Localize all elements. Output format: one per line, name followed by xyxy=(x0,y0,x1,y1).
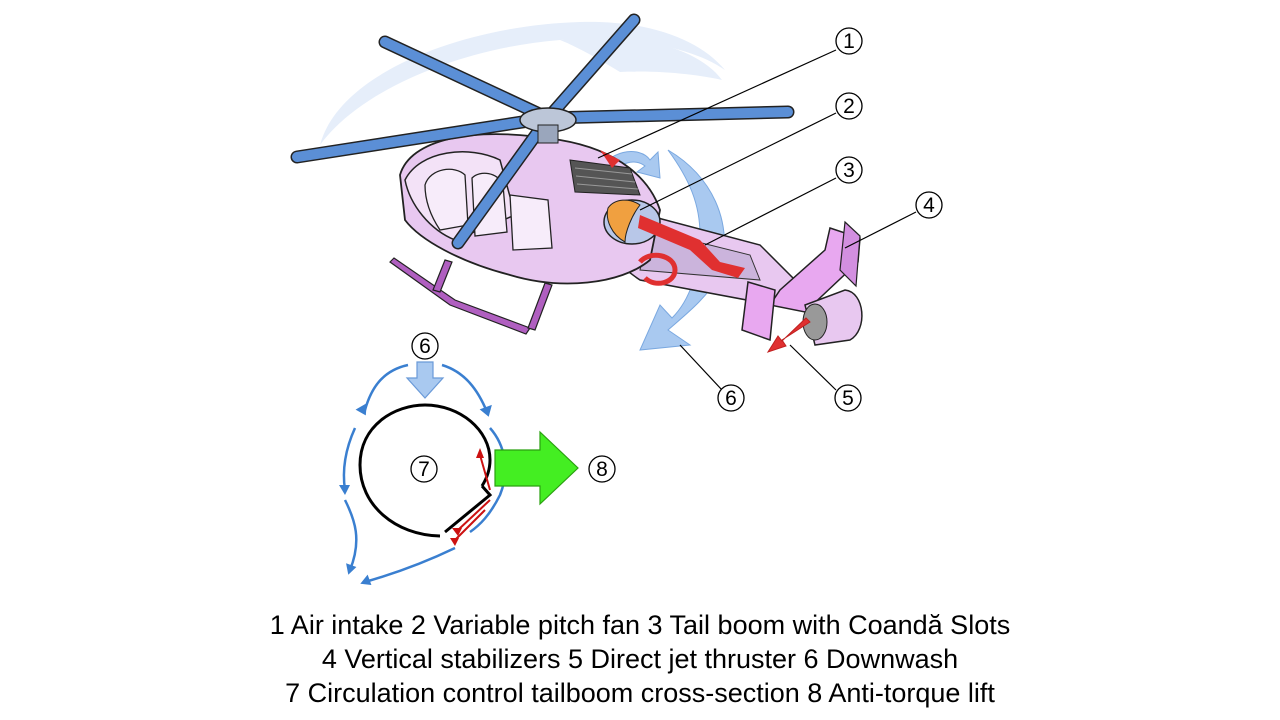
svg-text:3: 3 xyxy=(843,159,855,182)
svg-text:6: 6 xyxy=(419,335,431,358)
direct-jet-thruster xyxy=(802,289,863,346)
callout-5: 5 xyxy=(834,384,862,412)
downwash-down-arrow xyxy=(405,361,445,399)
downwash-arrow xyxy=(639,149,725,351)
callout-3: 3 xyxy=(835,156,863,184)
coanda-slot xyxy=(444,485,493,534)
anti-torque-lift-arrow xyxy=(494,430,579,506)
svg-text:2: 2 xyxy=(843,95,855,118)
svg-text:8: 8 xyxy=(596,458,608,481)
thruster-jet-arrow xyxy=(766,317,811,353)
cross-section-inset: 6 7 8 xyxy=(339,332,616,585)
callout-4: 4 xyxy=(915,191,943,219)
slot-jet-arrowheads xyxy=(450,448,484,546)
svg-text:7: 7 xyxy=(418,458,430,481)
svg-text:6: 6 xyxy=(725,387,737,410)
flow-arrowheads xyxy=(339,403,492,585)
svg-text:4: 4 xyxy=(923,194,935,217)
callout-6-inset: 6 xyxy=(411,332,439,360)
caption-line-1: 1 Air intake 2 Variable pitch fan 3 Tail… xyxy=(269,610,1011,640)
tailboom-section xyxy=(358,403,492,538)
landing-skids xyxy=(389,257,553,335)
callout-1: 1 xyxy=(835,27,863,55)
caption-line-3: 7 Circulation control tailboom cross-sec… xyxy=(285,678,995,708)
rotor-swirl xyxy=(320,21,725,145)
svg-text:1: 1 xyxy=(843,30,855,53)
slot-jet-arrows xyxy=(454,454,491,541)
flow-lines xyxy=(342,363,507,584)
svg-text:5: 5 xyxy=(842,387,854,410)
callout-6: 6 xyxy=(717,384,745,412)
callout-7: 7 xyxy=(410,455,438,483)
vertical-stabilizers xyxy=(741,220,861,342)
caption-line-2: 4 Vertical stabilizers 5 Direct jet thru… xyxy=(321,644,959,674)
callout-2: 2 xyxy=(835,92,863,120)
main-rotor xyxy=(290,13,795,250)
callout-8: 8 xyxy=(588,455,616,483)
callout-leaders xyxy=(597,49,917,391)
